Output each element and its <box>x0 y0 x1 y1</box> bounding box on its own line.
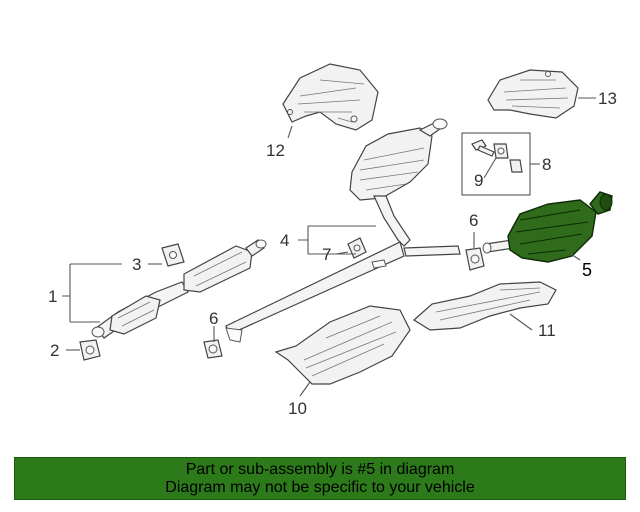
callout-5: 5 <box>582 260 592 280</box>
callout-4: 4 <box>280 231 289 250</box>
callout-9: 9 <box>474 171 483 190</box>
callout-6-left: 6 <box>209 309 218 328</box>
callout-6-right: 6 <box>469 211 478 230</box>
muffler-part-5-highlighted[interactable] <box>482 191 613 263</box>
callout-13: 13 <box>598 89 617 108</box>
callout-7: 7 <box>322 245 331 264</box>
callout-2: 2 <box>50 341 59 360</box>
leader-lines <box>62 97 596 397</box>
front-pipe-part-1[interactable] <box>91 239 267 339</box>
callout-1: 1 <box>48 287 57 306</box>
callout-3: 3 <box>132 255 141 274</box>
callout-11: 11 <box>538 321 556 340</box>
callout-8: 8 <box>542 155 551 174</box>
callout-10: 10 <box>288 399 307 418</box>
hanger-part-3[interactable] <box>161 243 185 267</box>
info-banner: Part or sub-assembly is #5 in diagram Di… <box>14 457 626 500</box>
callout-labels: 12 13 4 8 9 6 7 3 1 2 6 10 11 5 <box>48 89 617 418</box>
hanger-part-7[interactable] <box>347 237 367 259</box>
callout-12: 12 <box>266 141 285 160</box>
rear-muffler-part-4[interactable] <box>225 118 461 343</box>
heat-shield-part-10[interactable] <box>274 305 411 385</box>
gasket-part-6-left[interactable] <box>203 339 223 359</box>
banner-line-2: Diagram may not be specific to your vehi… <box>165 478 475 496</box>
bolt-part-9[interactable] <box>471 139 523 173</box>
banner-line-1: Part or sub-assembly is #5 in diagram <box>185 460 455 478</box>
gasket-part-6-right[interactable] <box>465 247 485 271</box>
heat-shield-part-12[interactable] <box>282 63 379 131</box>
gasket-part-2[interactable] <box>79 339 101 361</box>
heat-shield-part-13[interactable] <box>487 69 579 119</box>
heat-shield-part-11[interactable] <box>413 281 557 331</box>
